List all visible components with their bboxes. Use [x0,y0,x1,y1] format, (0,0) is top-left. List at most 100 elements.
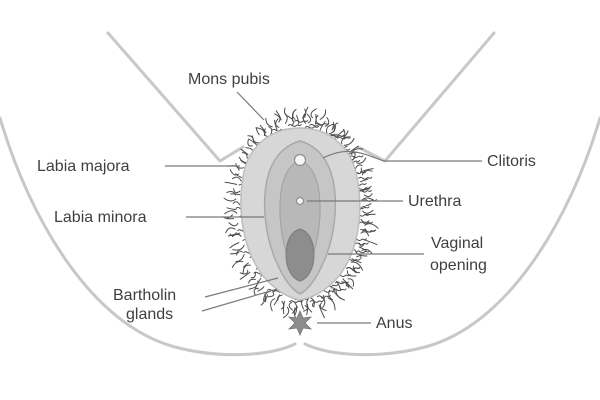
hair-strand [331,121,335,131]
hair-strand [233,188,241,194]
leader-mons-pubis [236,91,265,121]
label-labia-majora: Labia majora [37,158,130,175]
label-labia-minora: Labia minora [54,209,147,226]
hair-strand [358,246,367,252]
right-thigh-outline [303,116,600,357]
label-bartholin-line2: glands [126,306,173,323]
hair-strand [275,118,280,128]
hair-strand [360,231,370,237]
hair-strand [231,176,242,182]
clitoris-mark [293,153,307,167]
hair-strand [326,123,335,134]
leader-bartholin-lower [201,288,278,312]
hair-strand [236,250,243,256]
hair-strand [229,252,240,255]
hair-curl [336,136,351,140]
label-vaginal-line2: opening [430,257,487,274]
right-groin-outline [356,31,496,163]
hair-curl [358,176,373,180]
leader-clitoris [322,150,482,162]
hair-strand [324,117,330,127]
hair-strand [333,122,339,132]
label-anus: Anus [376,315,412,332]
hair-strand [241,152,248,159]
hair-strand [333,291,342,300]
hair-strand [235,254,245,262]
anus-mark [287,309,313,337]
hair-strand [288,301,294,311]
hair-strand [235,173,242,178]
hair-strand [281,300,285,310]
hair-strand [361,170,373,176]
hair-strand [350,261,364,271]
hair-strand [283,107,289,117]
leader-bartholin-upper [204,277,279,298]
hair-strand [227,232,241,237]
hair-strand [259,124,267,134]
hair-strand [356,255,362,260]
hair-curl [304,125,319,129]
hair-strand [247,139,253,147]
hair-curl [349,155,364,159]
hair-strand [302,113,307,124]
hair-curl [309,300,324,303]
hair-curl [354,242,369,246]
hair-curl [330,134,344,138]
hair-curl [316,295,331,299]
hair-strand [268,126,273,136]
hair-curl [362,229,376,233]
hair-strand [318,304,325,319]
hair-curl [289,300,304,303]
hair-strand [362,209,374,214]
hair-strand [364,223,379,229]
hair-strand [229,169,240,176]
hair-strand [328,125,336,135]
hair-curl [335,281,349,285]
hair-curl [359,221,373,225]
hair-strand [231,260,244,268]
hair-curl [332,288,347,292]
hair-strand [310,108,317,119]
hair-curl [356,250,370,254]
hair-strand [352,265,360,274]
hair-strand [274,113,281,123]
hair-strand [229,242,240,249]
hair-curl [287,124,302,127]
hair-strand [360,218,370,223]
hair-curl [346,266,360,270]
hair-strand [362,187,369,193]
hair-strand [319,302,327,311]
hair-strand [365,203,372,206]
hair-strand [228,222,239,227]
hair-strand [292,108,297,120]
hair-strand [356,157,367,164]
hair-strand [327,297,336,311]
hair-strand [304,106,309,118]
label-bartholin-line1: Bartholin [113,287,176,304]
hair-strand [363,193,373,198]
hair-strand [255,127,260,136]
hair-strand [239,269,249,275]
hair-strand [223,197,237,202]
hair-strand [226,191,237,196]
label-clitoris: Clitoris [487,153,536,170]
label-urethra: Urethra [408,193,461,210]
hair-strand [248,278,256,284]
hair-curl [294,119,309,123]
left-thigh-outline [0,116,297,357]
hair-strand [351,148,364,155]
hair-strand [257,286,265,292]
hair-strand [224,210,238,215]
urethra-mark [295,196,305,206]
vaginal-opening-shape [285,228,315,282]
hair-strand [300,300,304,310]
hair-strand [283,306,290,319]
left-groin-outline [106,31,245,163]
hair-strand [270,298,276,312]
hair-strand [275,110,282,121]
hair-strand [283,300,285,315]
hair-strand [265,294,269,303]
hair-strand [296,115,300,125]
hair-strand [224,181,238,185]
hair-strand [306,298,313,313]
